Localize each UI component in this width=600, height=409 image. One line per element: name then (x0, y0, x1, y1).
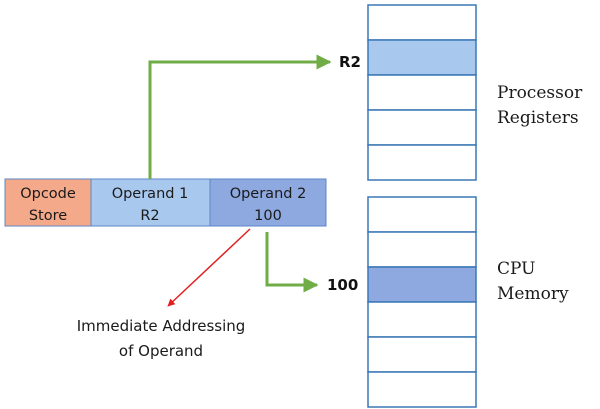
memory-cell (367, 301, 477, 338)
operand2-value: 100 (254, 208, 282, 224)
memory-cell (367, 196, 477, 233)
memory-cell (367, 336, 477, 373)
registers-side-label-1: Processor (497, 83, 583, 103)
memory-cell (367, 266, 477, 303)
instruction-format: Opcode Store Operand 1 R2 Operand 2 100 (4, 178, 327, 227)
opcode-label: Opcode (20, 186, 76, 202)
operand1-label: Operand 1 (112, 186, 189, 202)
operand1-box (90, 178, 211, 227)
memory-side-label-2: Memory (497, 284, 569, 304)
register-pointer-label: R2 (339, 53, 361, 71)
annotation-line-1: Immediate Addressing (77, 317, 246, 335)
annotation-line-2: of Operand (119, 342, 203, 360)
operand2-box (209, 178, 327, 227)
operand2-label: Operand 2 (230, 186, 307, 202)
operand1-value: R2 (140, 208, 159, 224)
memory-arrow (265, 232, 319, 293)
memory-cell (367, 231, 477, 268)
register-cell (367, 4, 477, 41)
opcode-value: Store (29, 208, 67, 224)
register-cell (367, 109, 477, 146)
immediate-addressing-arrow (167, 228, 251, 307)
register-cell (367, 39, 477, 76)
memory-pointer-label: 100 (327, 276, 358, 294)
memory-cell (367, 371, 477, 408)
register-arrow (148, 54, 332, 179)
memory-side-label-1: CPU (497, 259, 535, 279)
opcode-box (4, 178, 92, 227)
register-cell (367, 74, 477, 111)
processor-registers (367, 4, 477, 181)
cpu-memory (367, 196, 477, 408)
register-cell (367, 144, 477, 181)
registers-side-label-2: Registers (497, 108, 579, 128)
